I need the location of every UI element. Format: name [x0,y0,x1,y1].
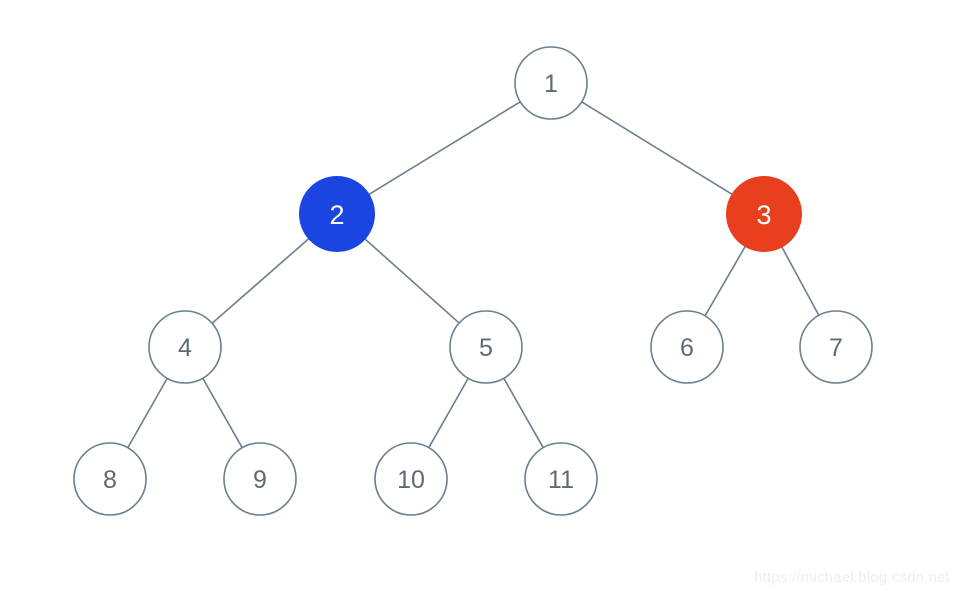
tree-node-1[interactable]: 1 [514,46,588,120]
tree-edge-5-10 [427,376,470,450]
tree-node-label-6: 6 [680,334,694,362]
tree-node-circle-1[interactable] [514,46,588,120]
tree-node-circle-7[interactable] [799,310,873,384]
tree-node-circle-10[interactable] [374,442,448,516]
tree-edge-4-9 [201,376,244,450]
tree-edge-2-4 [210,237,310,325]
tree-edge-1-2 [367,100,522,196]
tree-node-3[interactable]: 3 [726,176,802,252]
tree-node-label-10: 10 [397,466,425,494]
tree-node-label-3: 3 [756,200,771,230]
tree-node-7[interactable]: 7 [799,310,873,384]
tree-node-label-8: 8 [103,466,117,494]
watermark-text: https://michael.blog.csdn.net [754,569,950,586]
tree-node-label-2: 2 [329,200,344,230]
tree-node-label-7: 7 [829,334,843,362]
tree-node-5[interactable]: 5 [449,310,523,384]
tree-edge-4-8 [126,376,169,450]
tree-node-label-11: 11 [548,466,574,494]
tree-node-circle-2[interactable] [299,176,375,252]
tree-node-10[interactable]: 10 [374,442,448,516]
tree-node-6[interactable]: 6 [650,310,724,384]
tree-edges-layer [126,100,821,450]
tree-node-circle-5[interactable] [449,310,523,384]
tree-node-circle-9[interactable] [223,442,297,516]
tree-node-circle-6[interactable] [650,310,724,384]
tree-node-label-4: 4 [178,334,192,362]
tree-node-11[interactable]: 11 [524,442,598,516]
tree-edge-2-5 [363,237,461,325]
tree-edge-5-11 [502,376,545,450]
tree-node-4[interactable]: 4 [148,310,222,384]
tree-edge-1-3 [580,100,734,196]
tree-node-2[interactable]: 2 [299,176,375,252]
tree-node-circle-11[interactable] [524,442,598,516]
tree-edge-3-7 [780,245,821,318]
tree-node-9[interactable]: 9 [223,442,297,516]
tree-node-8[interactable]: 8 [73,442,147,516]
tree-node-label-9: 9 [253,466,267,494]
tree-node-label-5: 5 [479,334,493,362]
tree-edge-3-6 [703,245,747,318]
tree-node-circle-8[interactable] [73,442,147,516]
tree-nodes-layer: 1 2 3 4 5 6 7 8 9 10 11 [73,46,873,516]
tree-node-circle-3[interactable] [726,176,802,252]
tree-node-circle-4[interactable] [148,310,222,384]
tree-node-label-1: 1 [544,70,558,98]
